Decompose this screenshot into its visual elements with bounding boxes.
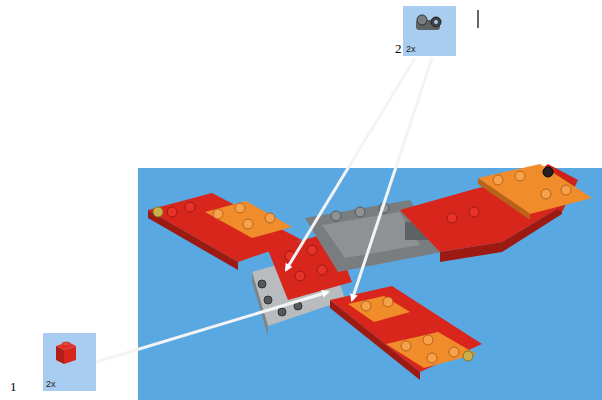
part-count: 2x <box>46 380 56 389</box>
part-callout: 2x <box>403 6 456 56</box>
studs <box>153 167 571 363</box>
part-callout: 2x <box>43 333 96 391</box>
part-count: 2x <box>406 45 416 54</box>
step-number: 2 <box>395 42 402 55</box>
text-cursor <box>477 10 478 28</box>
airplane-model <box>148 164 592 380</box>
placement-arrow <box>352 58 432 300</box>
placement-arrow <box>286 58 415 270</box>
step-number: 1 <box>10 380 17 393</box>
placement-arrow <box>96 292 328 362</box>
